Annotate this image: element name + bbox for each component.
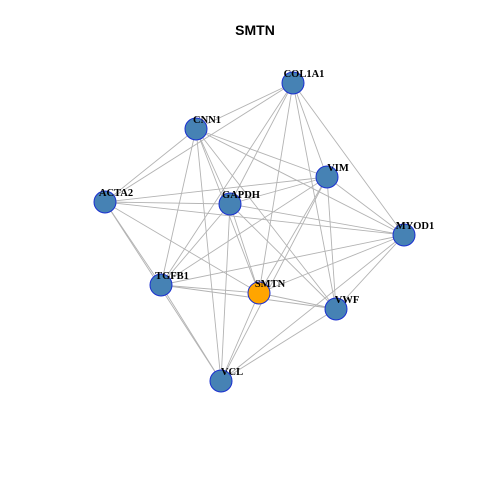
edge-cnn1-tgfb1: [160, 128, 197, 286]
node-label-tgfb1: TGFB1: [155, 271, 189, 282]
edge-vim-acta2: [104, 176, 328, 203]
node-label-acta2: ACTA2: [99, 188, 133, 199]
edge-gapdh-smtn: [229, 203, 260, 294]
edge-vim-tgfb1: [160, 176, 328, 286]
edge-vim-myod1: [326, 176, 405, 236]
node-col1a1[interactable]: [281, 71, 305, 95]
edge-acta2-smtn: [104, 201, 260, 294]
node-acta2[interactable]: [93, 190, 117, 214]
edge-col1a1-gapdh: [229, 82, 294, 205]
node-vim[interactable]: [315, 165, 339, 189]
diagram-title: SMTN: [235, 22, 275, 38]
edge-col1a1-vwf: [292, 82, 337, 310]
edge-cnn1-vim: [195, 128, 328, 178]
edge-smtn-vcl: [220, 292, 260, 382]
edge-acta2-gapdh: [104, 201, 231, 205]
edge-acta2-myod1: [104, 201, 405, 236]
edge-cnn1-acta2: [104, 128, 197, 203]
node-vwf[interactable]: [324, 297, 348, 321]
edge-layer: [104, 82, 405, 382]
node-label-gapdh: GAPDH: [222, 190, 260, 201]
node-gapdh[interactable]: [218, 192, 242, 216]
edge-gapdh-vwf: [229, 203, 337, 310]
edge-tgfb1-vcl: [160, 284, 222, 382]
edge-cnn1-vwf: [195, 128, 337, 310]
edge-gapdh-tgfb1: [160, 203, 231, 286]
edge-tgfb1-smtn: [160, 284, 260, 294]
edge-col1a1-tgfb1: [160, 82, 294, 286]
edge-vim-smtn: [258, 176, 328, 294]
edge-gapdh-vcl: [220, 203, 231, 382]
edge-myod1-vwf: [335, 234, 405, 310]
node-smtn[interactable]: [247, 281, 271, 305]
node-label-smtn: SMTN: [255, 279, 286, 290]
edge-col1a1-cnn1: [195, 82, 294, 130]
edge-col1a1-myod1: [292, 82, 405, 236]
edge-gapdh-myod1: [229, 203, 405, 236]
node-cnn1[interactable]: [184, 117, 208, 141]
edge-vwf-vcl: [220, 308, 337, 382]
edge-myod1-smtn: [258, 234, 405, 294]
edge-col1a1-acta2: [104, 82, 294, 203]
node-label-myod1: MYOD1: [396, 221, 435, 232]
edge-cnn1-vcl: [195, 128, 222, 382]
edge-cnn1-myod1: [195, 128, 405, 236]
node-label-col1a1: COL1A1: [284, 69, 325, 80]
edge-cnn1-gapdh: [195, 128, 231, 205]
edge-myod1-tgfb1: [160, 234, 405, 286]
node-vcl[interactable]: [209, 369, 233, 393]
edge-vim-vwf: [326, 176, 337, 310]
node-label-cnn1: CNN1: [193, 115, 221, 126]
node-label-vim: VIM: [327, 163, 349, 174]
edge-vim-vcl: [220, 176, 328, 382]
edge-col1a1-smtn: [258, 82, 294, 294]
edge-col1a1-vim: [292, 82, 328, 178]
node-tgfb1[interactable]: [149, 273, 173, 297]
edge-vim-gapdh: [229, 176, 328, 205]
node-label-vwf: VWF: [335, 295, 360, 306]
node-layer: [93, 71, 416, 393]
node-label-vcl: VCL: [221, 367, 243, 378]
edge-smtn-vwf: [258, 292, 337, 310]
node-myod1[interactable]: [392, 223, 416, 247]
edge-myod1-vcl: [220, 234, 405, 382]
